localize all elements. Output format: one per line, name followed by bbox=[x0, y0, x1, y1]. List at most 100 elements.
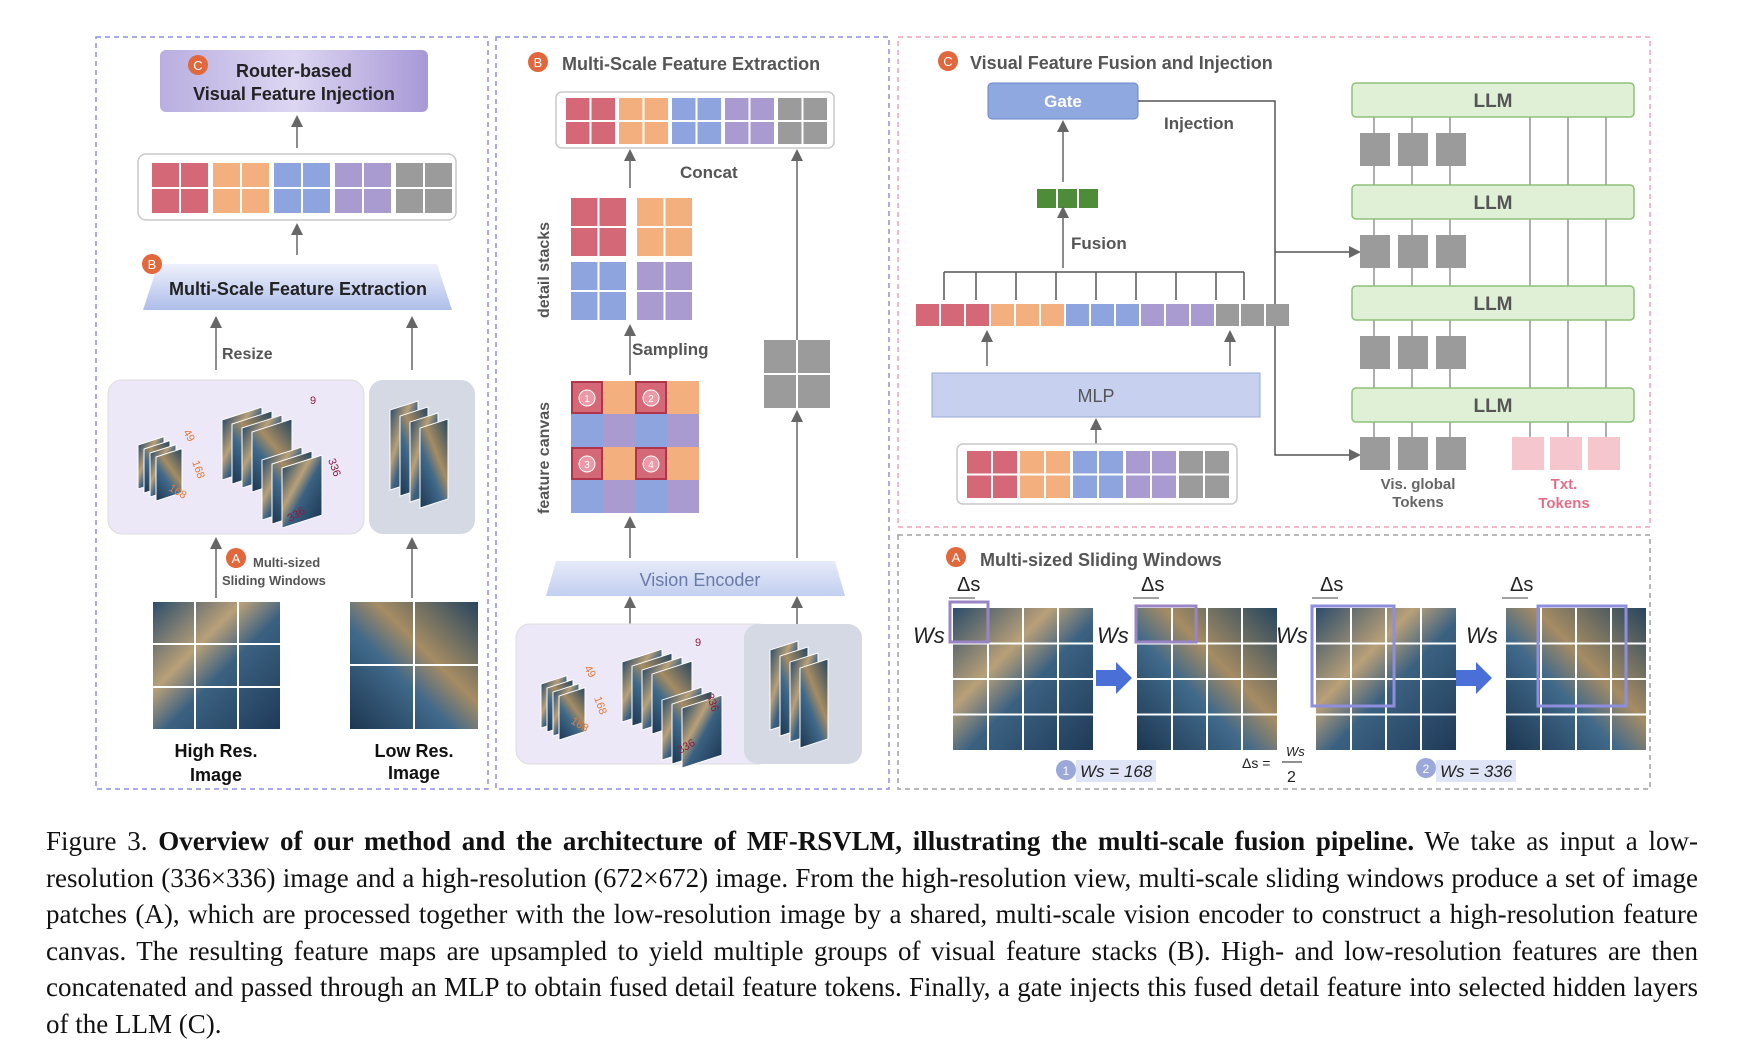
llm-hidden-token bbox=[1436, 133, 1466, 166]
mid-panel: B Multi-Scale Feature Extraction Concat … bbox=[515, 52, 862, 769]
mlp-output-token bbox=[1091, 304, 1114, 326]
canvas-sample-frame bbox=[571, 381, 603, 414]
mlp-label: MLP bbox=[1077, 386, 1114, 406]
delta-s-label: Δs bbox=[1510, 574, 1533, 596]
llm-hidden-token bbox=[1398, 235, 1428, 268]
llm-hidden-token bbox=[1360, 437, 1390, 470]
router-box bbox=[160, 50, 428, 112]
ws-label: Ws bbox=[1097, 623, 1129, 648]
caption-bold-title: Overview of our method and the architect… bbox=[158, 826, 1415, 856]
fused-token bbox=[1058, 189, 1077, 208]
canvas-cell bbox=[571, 414, 603, 447]
mlp-output-token bbox=[966, 304, 989, 326]
msfe-title: Multi-Scale Feature Extraction bbox=[169, 279, 427, 299]
mlp-output-token bbox=[941, 304, 964, 326]
llm-label: LLM bbox=[1473, 193, 1512, 214]
bottom-right-panel: A Multi-sized Sliding Windows ΔsWsΔsWsΔs… bbox=[913, 547, 1646, 786]
left-concat-tokens bbox=[152, 163, 452, 213]
router-badge-letter: C bbox=[193, 58, 202, 73]
txt-tokens-label-1: Txt. bbox=[1551, 476, 1578, 493]
canvas-sample-number: 3 bbox=[584, 460, 590, 471]
mlp-box bbox=[931, 372, 1261, 418]
detail-stacks-label: detail stacks bbox=[536, 222, 553, 318]
num-9: 9 bbox=[310, 395, 316, 407]
canvas-sample-number: 2 bbox=[648, 394, 654, 405]
mid-num-49: 49 bbox=[581, 664, 598, 681]
mlp-output-token bbox=[916, 304, 939, 326]
delta-s-label: Δs bbox=[1141, 574, 1164, 596]
sliding-label-2: Sliding Windows bbox=[222, 573, 326, 588]
left-panel: C Router-based Visual Feature Injection … bbox=[107, 50, 478, 785]
patch-tile bbox=[799, 658, 829, 749]
llm-hidden-token bbox=[1398, 133, 1428, 166]
canvas-sample-marker bbox=[642, 389, 660, 407]
mlp-output-token bbox=[1166, 304, 1189, 326]
llm-label: LLM bbox=[1473, 294, 1512, 315]
canvas-cell bbox=[667, 381, 699, 414]
canvas-cell bbox=[603, 381, 635, 414]
low-res-image bbox=[350, 602, 478, 729]
eq-1-bg bbox=[1076, 760, 1156, 782]
eq-1: Ws = 168 bbox=[1080, 762, 1153, 781]
delta-s-label: Δs bbox=[1320, 574, 1343, 596]
tr-badge-letter: C bbox=[943, 54, 952, 69]
llm-layer bbox=[1351, 387, 1635, 423]
canvas-cell bbox=[603, 414, 635, 447]
high-res-image bbox=[153, 602, 280, 729]
fusion-bracket bbox=[943, 271, 1245, 300]
msfe-badge bbox=[142, 254, 162, 274]
mid-num-9: 9 bbox=[695, 637, 701, 649]
canvas-sample-marker bbox=[642, 455, 660, 473]
left-panel-border bbox=[95, 36, 489, 790]
br-title: Multi-sized Sliding Windows bbox=[980, 550, 1222, 570]
eq-badge-1-num: 1 bbox=[1063, 764, 1070, 778]
sliding-badge bbox=[226, 548, 246, 568]
sliding-label-1: Multi-sized bbox=[253, 555, 320, 570]
mid-num-336a: 336 bbox=[703, 692, 721, 713]
mid-concat-tokens bbox=[566, 98, 827, 144]
canvas-cell bbox=[571, 480, 603, 513]
sw-arrow-1 bbox=[1096, 662, 1132, 694]
text-token bbox=[1512, 437, 1544, 470]
num-168a: 168 bbox=[189, 459, 207, 480]
canvas-sample-number: 4 bbox=[648, 460, 654, 471]
canvas-cell bbox=[667, 447, 699, 480]
mlp-output-token bbox=[1216, 304, 1239, 326]
patch-tile bbox=[681, 694, 723, 769]
injection-line-2 bbox=[1274, 252, 1361, 461]
vision-encoder bbox=[546, 561, 845, 596]
fused-token bbox=[1037, 189, 1056, 208]
canvas-cell bbox=[603, 480, 635, 513]
sliding-window-frame bbox=[1310, 604, 1396, 708]
caption-body: We take as input a low-resolution (336×3… bbox=[46, 826, 1698, 1039]
router-badge bbox=[188, 55, 208, 75]
mlp-output-token bbox=[1191, 304, 1214, 326]
mlp-output-token bbox=[991, 304, 1014, 326]
patch-tile bbox=[558, 686, 586, 741]
delta-s-label: Δs bbox=[957, 574, 980, 596]
canvas-sample-marker bbox=[578, 455, 596, 473]
patch-tile bbox=[419, 418, 449, 509]
eq-2-bg bbox=[1436, 760, 1516, 782]
mlp-output-tokens bbox=[916, 304, 1289, 326]
gate-label: Gate bbox=[1044, 92, 1082, 111]
llm-label: LLM bbox=[1473, 396, 1512, 417]
canvas-cell bbox=[635, 414, 667, 447]
canvas-cell bbox=[635, 480, 667, 513]
patch-tile bbox=[155, 447, 183, 502]
llm-hidden-token bbox=[1360, 235, 1390, 268]
vis-tokens-label-2: Tokens bbox=[1392, 494, 1443, 511]
injection-line-1 bbox=[1138, 100, 1361, 258]
vision-encoder-label: Vision Encoder bbox=[640, 570, 761, 590]
br-badge-letter: A bbox=[952, 550, 961, 565]
caption-figure-label: Figure 3. bbox=[46, 826, 148, 856]
mlp-output-token bbox=[1116, 304, 1139, 326]
text-token bbox=[1550, 437, 1582, 470]
tr-badge bbox=[938, 51, 958, 71]
canvas-cell bbox=[667, 414, 699, 447]
sliding-badge-letter: A bbox=[232, 551, 241, 566]
mlp-output-token bbox=[1241, 304, 1264, 326]
mid-num-168a: 168 bbox=[591, 695, 609, 716]
